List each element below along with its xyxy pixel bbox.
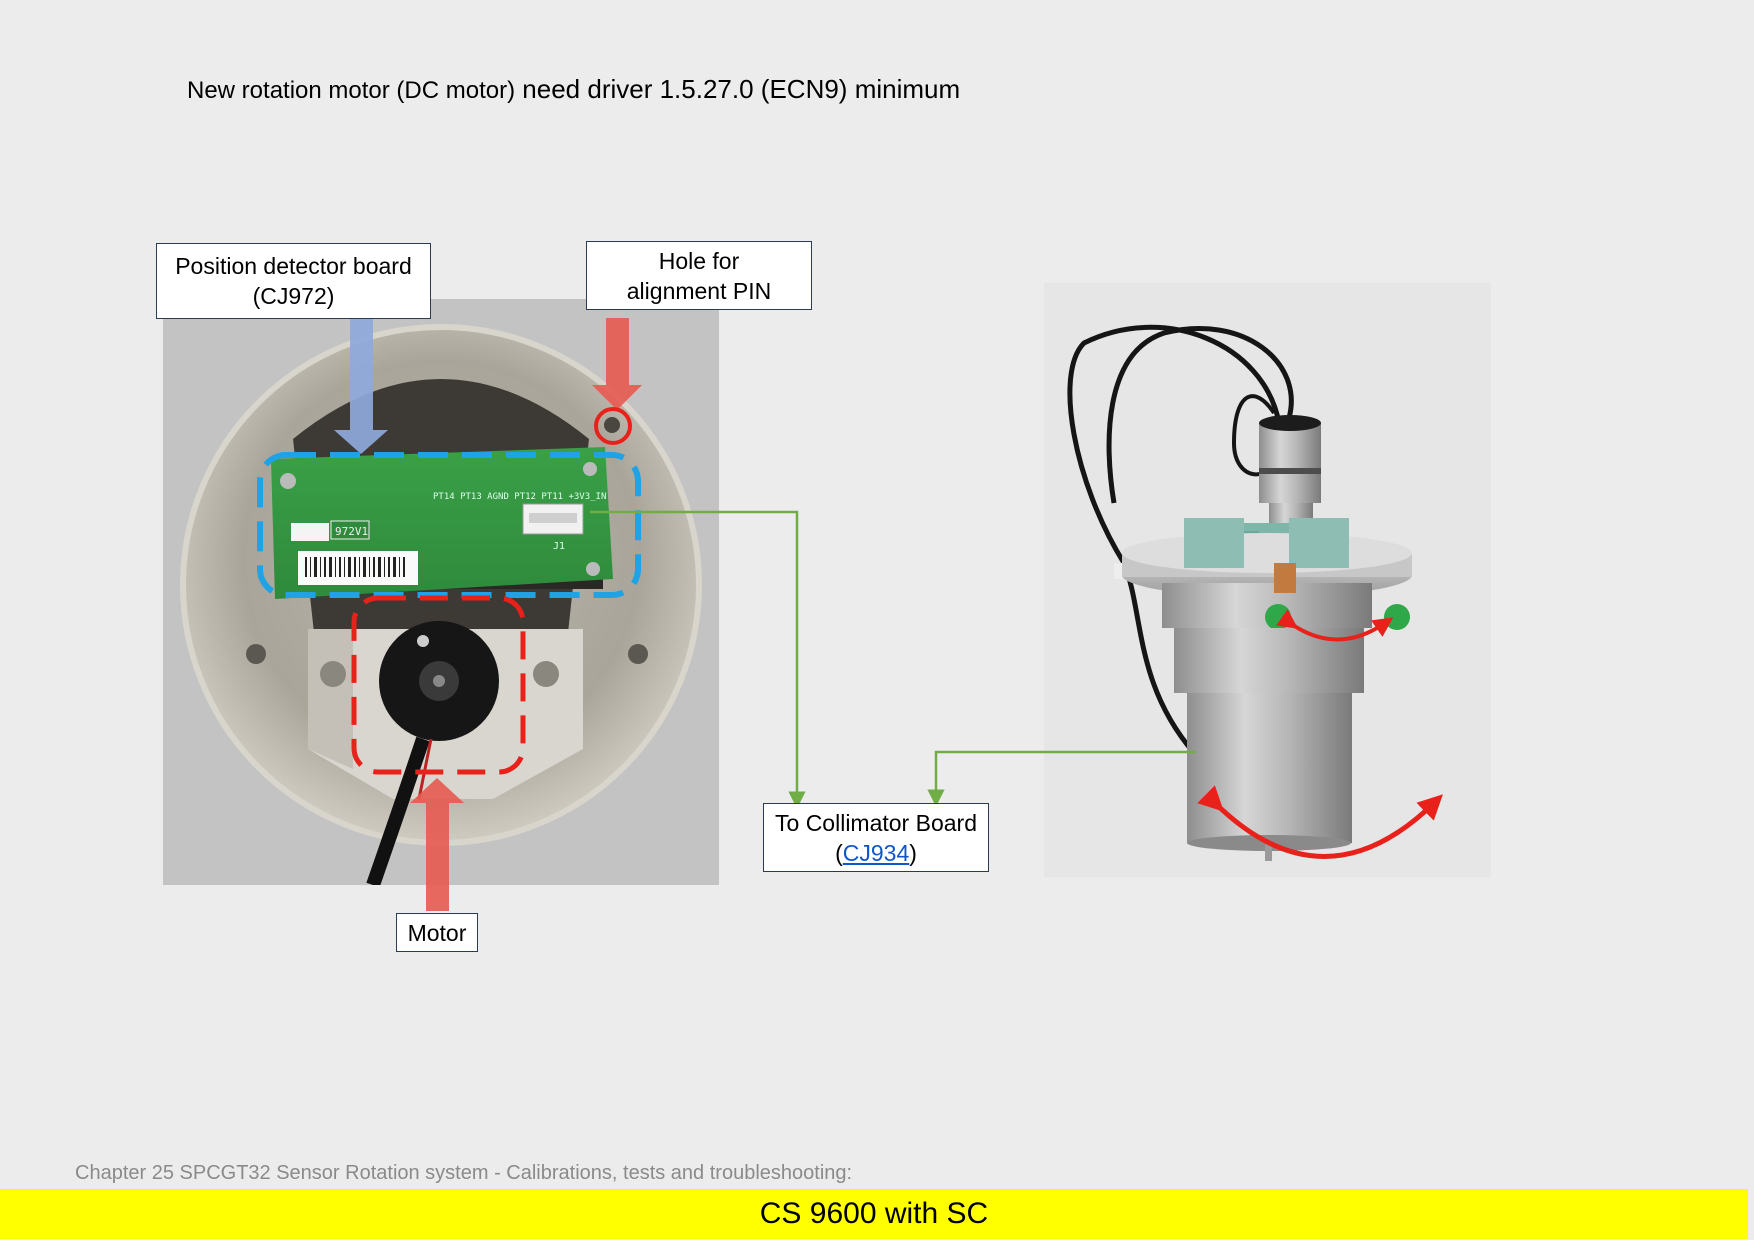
product-banner: CS 9600 with SC bbox=[0, 1189, 1748, 1239]
red-arrow-hole bbox=[592, 318, 642, 410]
paren-close: ) bbox=[909, 840, 917, 866]
red-arrow-motor bbox=[410, 778, 464, 911]
callout-collimator-line2: (CJ934) bbox=[835, 838, 917, 868]
callout-position-detector-line1: Position detector board bbox=[175, 251, 412, 281]
hole-circle bbox=[596, 409, 630, 443]
motor-dashed-outline bbox=[354, 598, 523, 772]
callout-hole-line1: Hole for bbox=[659, 246, 740, 276]
blue-arrow bbox=[334, 318, 388, 454]
callout-motor: Motor bbox=[396, 913, 478, 952]
callout-collimator: To Collimator Board (CJ934) bbox=[763, 803, 989, 872]
callout-collimator-line1: To Collimator Board bbox=[775, 808, 977, 838]
cj934-link[interactable]: CJ934 bbox=[843, 840, 909, 866]
product-banner-text: CS 9600 with SC bbox=[760, 1197, 988, 1231]
callout-motor-label: Motor bbox=[408, 918, 467, 948]
chapter-footer: Chapter 25 SPCGT32 Sensor Rotation syste… bbox=[75, 1162, 852, 1185]
rotation-arrow-small bbox=[1290, 623, 1385, 640]
green-line-board bbox=[590, 512, 797, 800]
callout-position-detector-line2: (CJ972) bbox=[253, 281, 335, 311]
paren-open: ( bbox=[835, 840, 843, 866]
rotation-arrow-large bbox=[1215, 803, 1434, 857]
callout-hole-line2: alignment PIN bbox=[627, 276, 771, 306]
callout-position-detector: Position detector board (CJ972) bbox=[156, 243, 431, 319]
pcb-dashed-outline bbox=[260, 455, 638, 595]
green-line-motor bbox=[936, 752, 1196, 798]
callout-hole-alignment: Hole for alignment PIN bbox=[586, 241, 812, 310]
